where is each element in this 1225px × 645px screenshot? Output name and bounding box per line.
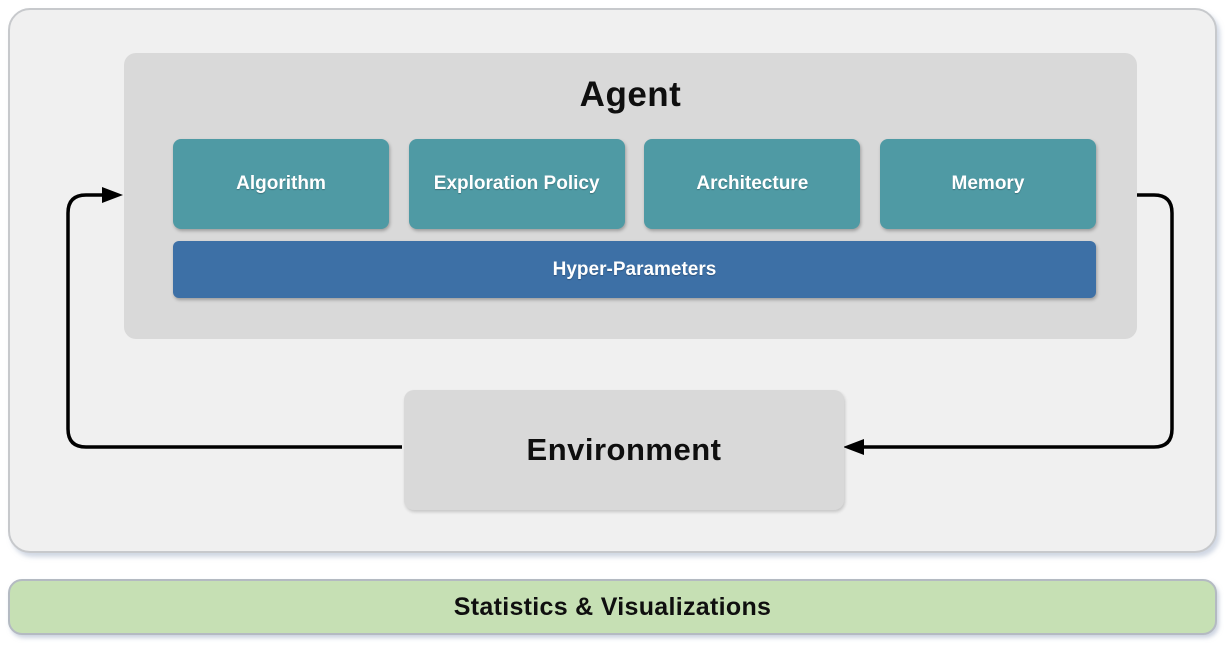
component-box-memory: Memory [879, 139, 1096, 229]
component-label: Memory [951, 173, 1025, 194]
environment-box: Environment [404, 390, 844, 510]
statistics-visualizations-bar: Statistics & Visualizations [8, 579, 1217, 635]
rl-loop-canvas: Agent Algorithm Exploration Policy Archi… [8, 8, 1217, 553]
component-label: Exploration Policy [433, 173, 600, 194]
environment-to-agent-arrowhead [102, 187, 123, 203]
agent-panel: Agent Algorithm Exploration Policy Archi… [124, 53, 1137, 339]
agent-component-row: Algorithm Exploration Policy Architectur… [173, 139, 1096, 229]
statistics-visualizations-label: Statistics & Visualizations [453, 592, 772, 621]
component-label: Architecture [696, 173, 809, 194]
hyper-parameters-bar: Hyper-Parameters [173, 241, 1096, 298]
component-label: Algorithm [236, 173, 326, 194]
component-box-algorithm: Algorithm [173, 139, 389, 229]
hyper-parameters-label: Hyper-Parameters [552, 258, 717, 280]
agent-to-environment-arrowhead [843, 439, 864, 455]
environment-title: Environment [526, 432, 722, 467]
agent-title: Agent [579, 75, 682, 114]
component-box-exploration-policy: Exploration Policy [408, 139, 625, 229]
component-box-architecture: Architecture [644, 139, 861, 229]
